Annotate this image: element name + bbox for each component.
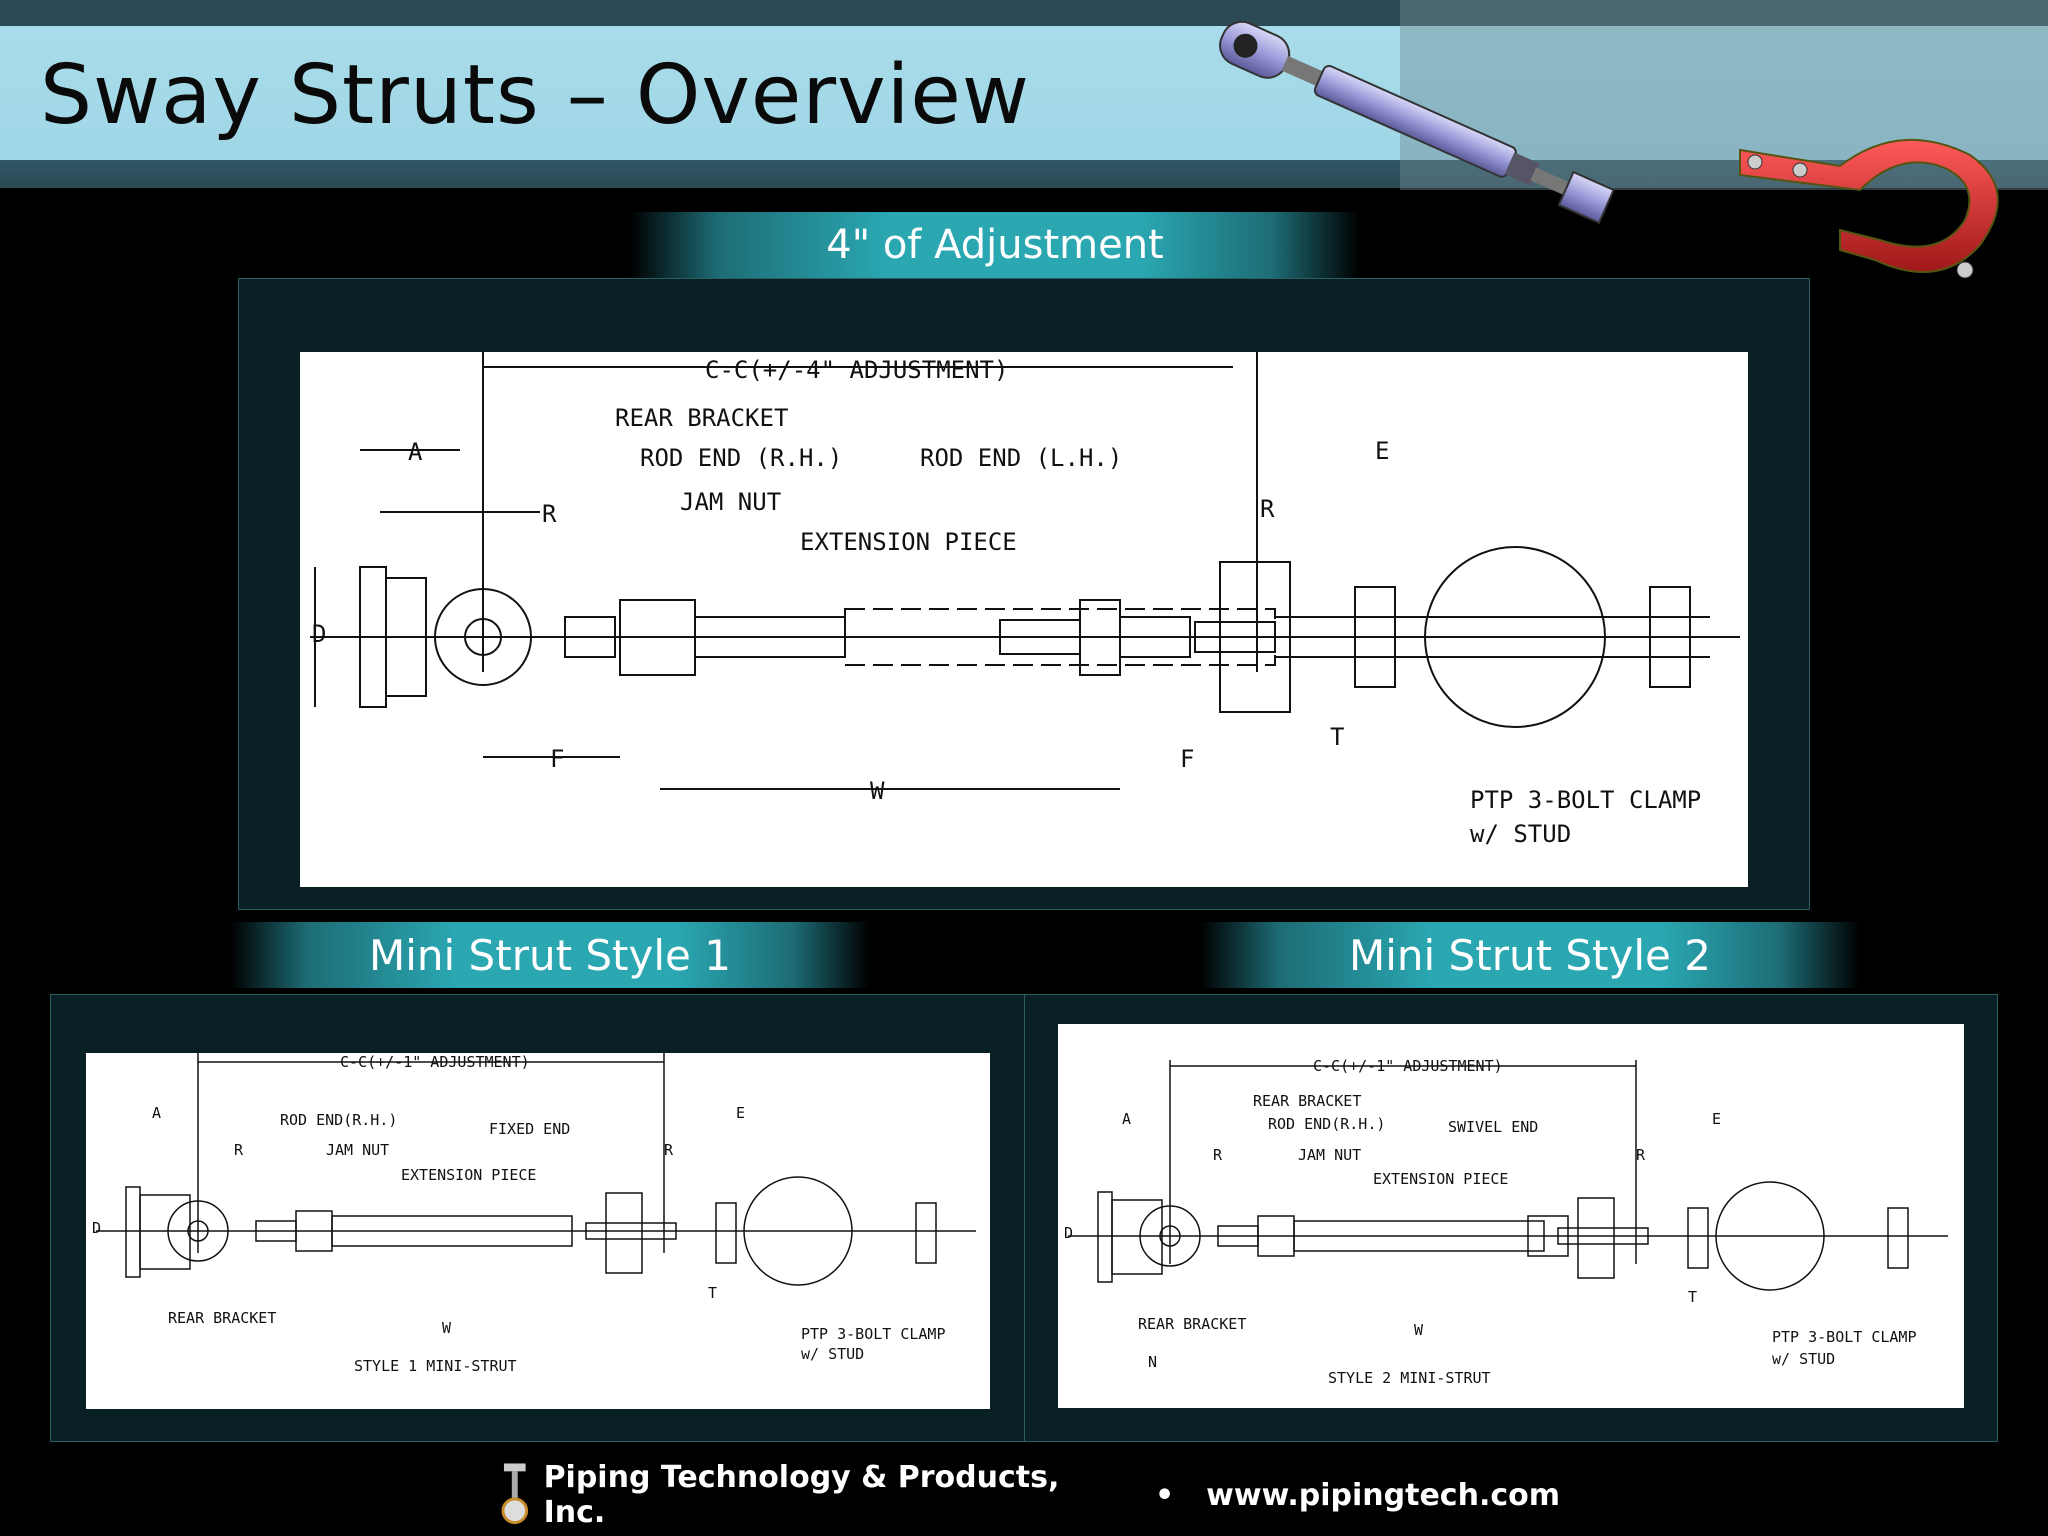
rear-bracket-label: REAR BRACKET <box>168 1309 276 1327</box>
website-link[interactable]: www.pipingtech.com <box>1206 1477 1560 1513</box>
section-banner-adjustment: 4" of Adjustment <box>630 212 1360 278</box>
dim-d: D <box>1064 1224 1073 1242</box>
dim-f2: F <box>1180 745 1194 773</box>
dim-d: D <box>312 620 326 648</box>
clamp-stud-label: w/ STUD <box>1772 1350 1835 1368</box>
dim-f: F <box>550 745 564 773</box>
dim-t: T <box>1688 1288 1697 1306</box>
extension-piece-label: EXTENSION PIECE <box>401 1166 536 1184</box>
sway-strut-illustration <box>1219 0 2048 279</box>
dim-a: A <box>152 1104 161 1122</box>
extension-piece-label: EXTENSION PIECE <box>800 528 1017 556</box>
jam-nut-label: JAM NUT <box>1298 1146 1361 1164</box>
extension-piece-label: EXTENSION PIECE <box>1373 1170 1508 1188</box>
slide-title: Sway Struts – Overview <box>40 48 1030 143</box>
dim-w: W <box>1414 1321 1424 1339</box>
dim-w: W <box>870 777 885 805</box>
rod-end-rh-label: ROD END (R.H.) <box>640 444 842 472</box>
caption: STYLE 2 MINI-STRUT <box>1328 1369 1491 1387</box>
main-strut-drawing: C-C(+/-4" ADJUSTMENT) A R D REAR BRACKE <box>300 352 1748 887</box>
fixed-end-label: FIXED END <box>489 1120 570 1138</box>
dim-e: E <box>1712 1110 1721 1128</box>
section-banner-style2: Mini Strut Style 2 <box>1200 922 1860 988</box>
jam-nut-label: JAM NUT <box>680 488 781 516</box>
dim-d: D <box>92 1219 101 1237</box>
caption: STYLE 1 MINI-STRUT <box>354 1357 517 1375</box>
dim-n: N <box>1148 1353 1157 1371</box>
rear-bracket-label: REAR BRACKET <box>1138 1315 1246 1333</box>
dim-r: R <box>1213 1146 1223 1164</box>
dim-t: T <box>1330 723 1344 751</box>
cc-label: C-C(+/-1" ADJUSTMENT) <box>340 1053 530 1071</box>
clamp-label: PTP 3-BOLT CLAMP <box>801 1325 946 1343</box>
clamp-stud-label: w/ STUD <box>801 1345 864 1363</box>
section-banner-style1: Mini Strut Style 1 <box>230 922 870 988</box>
rod-end-rh-label: ROD END(R.H.) <box>280 1111 397 1129</box>
dim-t: T <box>708 1284 717 1302</box>
dim-w: W <box>442 1319 452 1337</box>
section-label: 4" of Adjustment <box>826 222 1164 268</box>
dim-a: A <box>1122 1110 1131 1128</box>
clamp-stud-label: w/ STUD <box>1470 820 1571 848</box>
footer-separator: • <box>1154 1477 1175 1513</box>
cc-label: C-C(+/-1" ADJUSTMENT) <box>1313 1057 1503 1075</box>
swivel-end-label: SWIVEL END <box>1448 1118 1538 1136</box>
clamp-label: PTP 3-BOLT CLAMP <box>1772 1328 1917 1346</box>
company-name: Piping Technology & Products, Inc. <box>543 1460 1060 1530</box>
section-label: Mini Strut Style 2 <box>1349 930 1711 980</box>
cc-label: C-C(+/-4" ADJUSTMENT) <box>705 356 1008 384</box>
rod-end-lh-label: ROD END (L.H.) <box>920 444 1122 472</box>
dim-r2: R <box>664 1141 674 1159</box>
rod-end-rh-label: ROD END(R.H.) <box>1268 1115 1385 1133</box>
clamp-label: PTP 3-BOLT CLAMP <box>1470 786 1701 814</box>
jam-nut-label: JAM NUT <box>326 1141 389 1159</box>
dim-a: A <box>408 438 423 466</box>
footer: Piping Technology & Products, Inc. • www… <box>500 1460 1560 1530</box>
section-label: Mini Strut Style 1 <box>369 930 731 980</box>
dim-e: E <box>736 1104 745 1122</box>
dim-r: R <box>234 1141 244 1159</box>
dim-e: E <box>1375 437 1389 465</box>
rear-bracket-label: REAR BRACKET <box>615 404 788 432</box>
style2-strut-drawing: C-C(+/-1" ADJUSTMENT) REAR BRACKET A ROD… <box>1058 1024 1964 1408</box>
title-bar <box>0 0 2048 188</box>
dim-r2: R <box>1260 495 1275 523</box>
company-logo-icon <box>501 1463 529 1525</box>
style1-strut-drawing: C-C(+/-1" ADJUSTMENT) A R D ROD END(R.H.… <box>86 1053 990 1409</box>
dim-r: R <box>542 500 557 528</box>
dim-r2: R <box>1636 1146 1646 1164</box>
rear-bracket-top-label: REAR BRACKET <box>1253 1092 1361 1110</box>
